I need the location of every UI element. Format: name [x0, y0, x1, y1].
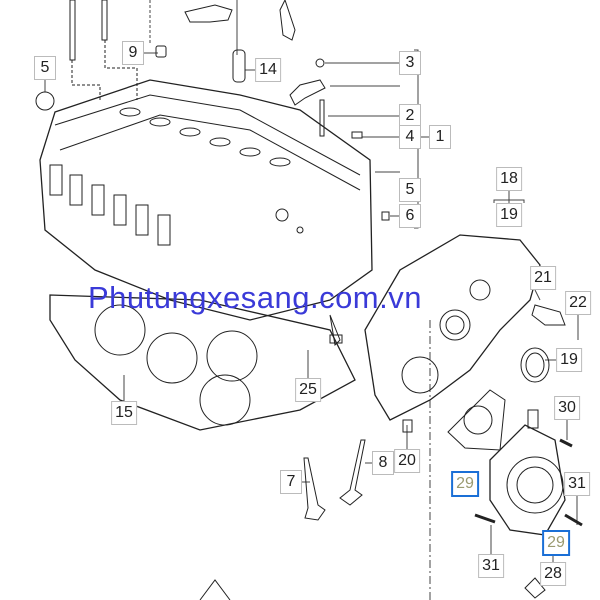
valve-7	[303, 457, 326, 521]
callout-15[interactable]: 15	[111, 401, 137, 425]
callout-7[interactable]: 7	[280, 470, 302, 494]
callout-8[interactable]: 8	[372, 451, 394, 475]
callout-29-highlighted[interactable]: 29	[542, 530, 570, 556]
rocker-arm	[184, 4, 233, 23]
callout-31[interactable]: 31	[478, 554, 504, 578]
callout-30[interactable]: 30	[554, 396, 580, 420]
callout-21[interactable]: 21	[530, 266, 556, 290]
leader-lines	[44, 0, 579, 600]
callout-22[interactable]: 22	[565, 291, 591, 315]
callout-31[interactable]: 31	[564, 472, 590, 496]
seal-ring	[520, 347, 550, 383]
timing-cover	[364, 234, 541, 421]
sensor	[531, 304, 566, 326]
callout-14[interactable]: 14	[255, 58, 281, 82]
callout-3[interactable]: 3	[399, 51, 421, 75]
callout-29-highlighted[interactable]: 29	[451, 471, 479, 497]
o-ring	[35, 91, 55, 111]
callout-6[interactable]: 6	[399, 204, 421, 228]
callout-5[interactable]: 5	[34, 56, 56, 80]
tappet	[232, 49, 246, 83]
callout-25[interactable]: 25	[295, 378, 321, 402]
valve-8	[339, 439, 366, 506]
pump-gasket	[447, 389, 506, 451]
callout-19[interactable]: 19	[556, 348, 582, 372]
rocker	[289, 79, 326, 106]
callout-9[interactable]: 9	[122, 41, 144, 65]
vacuum-pump	[489, 409, 566, 536]
callout-5[interactable]: 5	[399, 178, 421, 202]
callout-20[interactable]: 20	[394, 449, 420, 473]
valve-seal	[155, 45, 167, 58]
callout-19[interactable]: 19	[496, 203, 522, 227]
head-gasket	[49, 294, 356, 431]
cylinder-head	[39, 79, 373, 321]
callout-28[interactable]: 28	[540, 562, 566, 586]
watermark: Phutungxesang.com.vn	[88, 280, 422, 315]
callout-18[interactable]: 18	[496, 167, 522, 191]
callout-1[interactable]: 1	[429, 125, 451, 149]
callout-4[interactable]: 4	[399, 125, 421, 149]
